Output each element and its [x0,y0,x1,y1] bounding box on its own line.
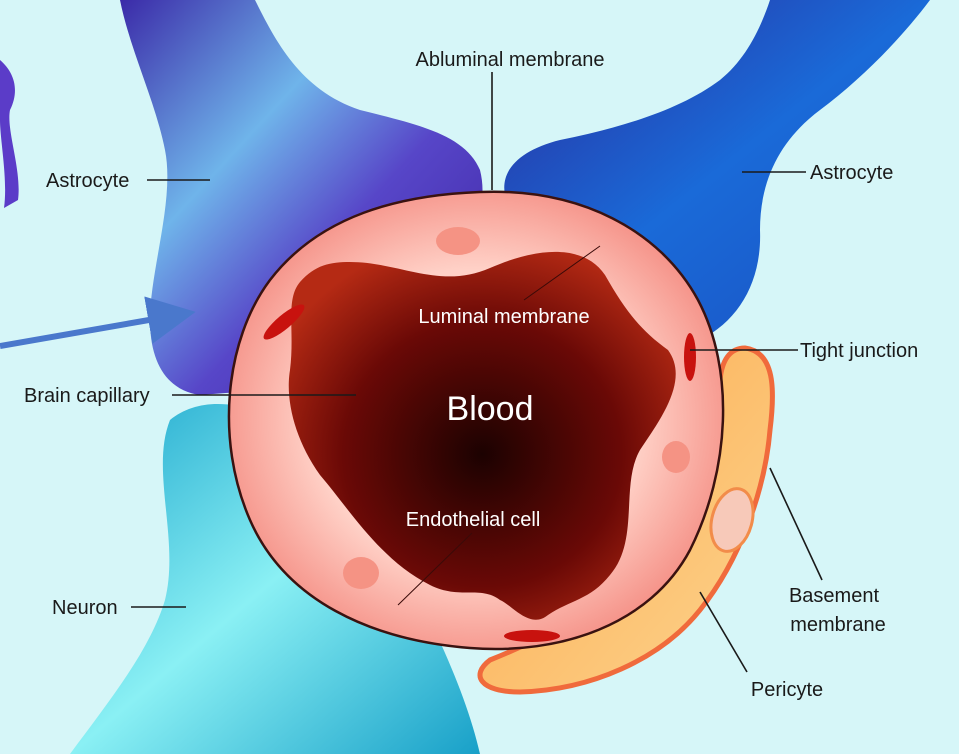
label-endothelial-cell: Endothelial cell [406,509,541,531]
tight-junction-mark [684,333,696,381]
label-abluminal-membrane: Abluminal membrane [416,49,605,71]
endothelial-nucleus [436,227,480,255]
label-tight-junction: Tight junction [800,340,918,362]
label-pericyte: Pericyte [751,679,823,701]
label-basement-membrane-line2: membrane [790,614,886,636]
tight-junction-mark [504,630,560,642]
label-astrocyte-left: Astrocyte [46,170,129,192]
label-luminal-membrane: Luminal membrane [418,306,589,328]
label-brain-capillary: Brain capillary [24,385,150,407]
label-blood: Blood [447,390,534,428]
label-astrocyte-right: Astrocyte [810,162,893,184]
endothelial-nucleus [662,441,690,473]
label-neuron: Neuron [52,597,118,619]
endothelial-nucleus [343,557,379,589]
label-basement-membrane-line1: Basement [789,585,879,607]
